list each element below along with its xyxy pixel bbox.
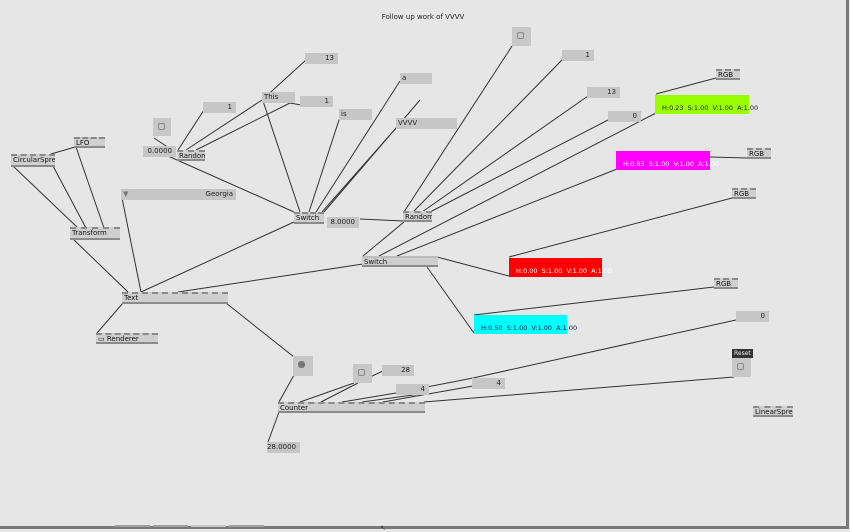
patch-title: Follow up work of VVVV: [381, 13, 465, 21]
font-enum-value: Georgia: [205, 190, 233, 198]
dropdown-icon: ▼: [123, 190, 129, 198]
renderer-window-icon: ▭: [98, 335, 105, 343]
counter-value-28-iobox[interactable]: 28: [382, 365, 414, 376]
window-tab-strip: [115, 525, 264, 527]
random-max-iobox[interactable]: 1: [203, 102, 236, 113]
window-tab[interactable]: [153, 525, 188, 527]
lfo-node[interactable]: LFO: [74, 137, 105, 148]
switch-node-1[interactable]: Switch: [294, 212, 324, 224]
reset-label: Reset: [732, 349, 753, 358]
color-iobox-green[interactable]: H:0.23 S:1.00 V:1.00 A:1.00: [655, 95, 758, 114]
right-bang-button[interactable]: [512, 27, 531, 46]
font-enum-iobox[interactable]: ▼ Georgia: [121, 189, 236, 200]
switch-output-iobox[interactable]: 8.0000: [327, 217, 359, 228]
value-13-iobox[interactable]: 13: [305, 53, 338, 64]
window-tab[interactable]: [115, 525, 150, 527]
counter-output-iobox[interactable]: 28.0000: [267, 442, 300, 453]
color-iobox-magenta[interactable]: H:0.83 S:1.00 V:1.00 A:1.00: [616, 151, 719, 170]
far-right-value-0-iobox[interactable]: 0: [736, 311, 769, 322]
string-vvvv-iobox[interactable]: VVVV: [396, 118, 457, 129]
color-iobox-red[interactable]: H:0.00 S:1.00 V:1.00 A:1.00: [509, 258, 612, 277]
mouse-cursor-icon: ↖: [380, 524, 386, 532]
rgb-node-2[interactable]: RGB: [747, 148, 771, 159]
text-node[interactable]: Text: [122, 292, 228, 304]
circular-spread-node[interactable]: CircularSpread: [11, 154, 55, 167]
reset-bang-button[interactable]: [732, 358, 751, 377]
counter-node[interactable]: Counter: [278, 402, 425, 413]
random-node-2[interactable]: Random: [403, 211, 432, 222]
window-tab-active[interactable]: [191, 525, 226, 527]
random-seed-iobox[interactable]: 0.0000: [143, 146, 176, 157]
counter-bang-button[interactable]: [353, 364, 372, 383]
transform-node[interactable]: Transform: [70, 227, 120, 240]
color-iobox-cyan[interactable]: H:0.50 S:1.00 V:1.00 A:1.00: [474, 315, 577, 334]
linear-spread-node[interactable]: LinearSpread: [753, 406, 793, 417]
renderer-node[interactable]: ▭ Renderer: [96, 333, 158, 344]
value-1-iobox[interactable]: 1: [300, 96, 333, 107]
counter-value-4a-iobox[interactable]: 4: [396, 384, 429, 395]
window-tab[interactable]: [229, 525, 264, 527]
switch-node-2[interactable]: Switch: [362, 256, 438, 267]
right-value-1-iobox[interactable]: 1: [562, 50, 594, 61]
counter-active-bang-button[interactable]: [293, 356, 313, 376]
string-is-iobox[interactable]: is: [339, 109, 372, 120]
random-bang-button[interactable]: [153, 118, 171, 136]
right-value-0-iobox[interactable]: 0: [608, 111, 641, 122]
rgb-node-3[interactable]: RGB: [732, 188, 756, 199]
string-a-iobox[interactable]: a: [400, 73, 432, 84]
renderer-node-label: Renderer: [106, 335, 139, 343]
counter-value-4b-iobox[interactable]: 4: [472, 378, 505, 389]
random-node-1[interactable]: Random: [177, 150, 205, 161]
rgb-node-4[interactable]: RGB: [714, 278, 738, 289]
right-value-13-iobox[interactable]: 13: [587, 87, 620, 98]
rgb-node-1[interactable]: RGB: [716, 69, 740, 80]
string-this-iobox[interactable]: This: [262, 92, 295, 103]
